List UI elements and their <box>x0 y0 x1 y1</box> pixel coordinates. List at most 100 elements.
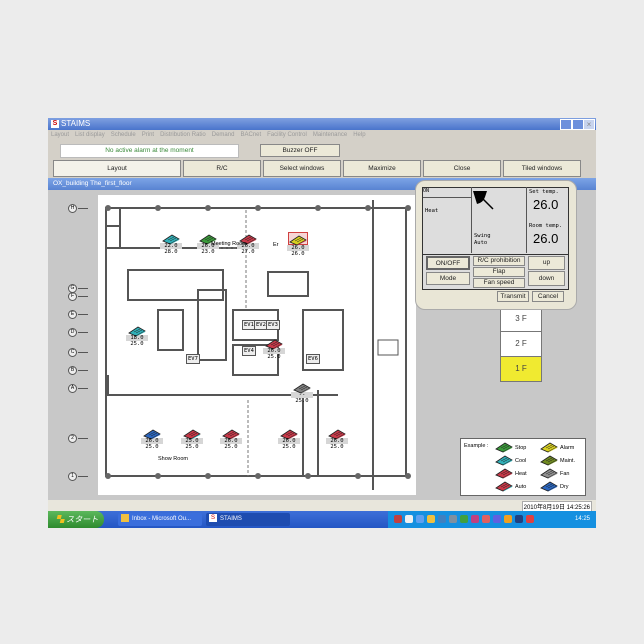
rc-prohibition-button[interactable]: R/C prohibition <box>473 256 525 266</box>
grid-axis-label: B <box>68 366 77 375</box>
tray-icon[interactable] <box>515 515 523 523</box>
tray-icon[interactable] <box>427 515 435 523</box>
legend-item-alarm: Alarm <box>540 442 574 453</box>
tray-icon[interactable] <box>449 515 457 523</box>
menu-item[interactable]: BACnet <box>240 132 262 138</box>
taskbar-item-label: STAIMS <box>220 516 242 522</box>
tray-icon[interactable] <box>482 515 490 523</box>
legend-item-cool: Cool <box>495 455 526 466</box>
room-temp: 25.0 <box>295 398 309 404</box>
menu-item[interactable]: Facility Control <box>267 132 307 138</box>
room-label-showroom: Show Room <box>158 456 188 462</box>
tab-select-windows[interactable]: Select windows <box>263 160 341 177</box>
system-tray: 14:25 <box>388 511 596 528</box>
transmit-button[interactable]: Transmit <box>497 291 529 302</box>
cancel-button[interactable]: Cancel <box>532 291 564 302</box>
taskbar-item-inbox[interactable]: Inbox - Microsoft Ou... <box>118 513 202 526</box>
elevator-label: EV7 <box>186 354 200 364</box>
room-temp: 25.0 <box>267 354 281 360</box>
tray-icon[interactable] <box>394 515 402 523</box>
staims-s-icon: S <box>51 120 59 128</box>
legend-label: Cool <box>515 457 527 464</box>
set-temp: 26.0 <box>237 243 259 249</box>
room-temp: 27.0 <box>241 249 255 255</box>
set-temp-label: Set temp. <box>529 189 559 195</box>
grid-axis-label: 2 <box>68 434 77 443</box>
menu-item[interactable]: Maintenance <box>312 132 348 138</box>
grid-axis-line <box>78 438 88 439</box>
menu-item[interactable]: Distribution Ratio <box>160 132 206 138</box>
legend-item-auto: Auto <box>495 481 526 492</box>
room-temp: 28.0 <box>164 249 178 255</box>
close-icon[interactable]: × <box>583 119 595 130</box>
tab-maximize[interactable]: Maximize <box>343 160 421 177</box>
tab-close[interactable]: Close <box>423 160 501 177</box>
on-off-button[interactable]: ON/OFF <box>426 256 470 270</box>
tray-icon[interactable] <box>471 515 479 523</box>
elevator-label: EV4 <box>242 346 256 356</box>
temp-down-button[interactable]: down <box>528 271 565 286</box>
menu-item[interactable]: Schedule <box>110 132 136 138</box>
tray-icon[interactable] <box>504 515 512 523</box>
room-temp: 25.0 <box>282 444 296 450</box>
menu-item[interactable]: Demand <box>211 132 235 138</box>
buzzer-off-button[interactable]: Buzzer OFF <box>260 144 340 157</box>
state-display: ON <box>423 188 471 198</box>
room-label-entrance: Er <box>273 242 279 248</box>
start-button[interactable]: ▚ スタート <box>48 511 104 528</box>
ac-unit-icon <box>289 235 307 246</box>
set-temp: 25.0 <box>181 438 203 444</box>
menu-item[interactable]: Layout <box>51 132 70 138</box>
legend-label: Maint. <box>560 457 575 464</box>
mode-button[interactable]: Mode <box>426 272 470 285</box>
tray-icon[interactable] <box>460 515 468 523</box>
tab-r-c[interactable]: R/C <box>183 160 261 177</box>
room-temp-value: 26.0 <box>533 231 559 246</box>
grid-axis-line <box>78 388 88 389</box>
tray-icon[interactable] <box>526 515 534 523</box>
tray-icon[interactable] <box>405 515 413 523</box>
swing-label: Swing <box>474 233 491 239</box>
flap-button[interactable]: Flap <box>473 267 525 277</box>
tray-icon[interactable] <box>438 515 446 523</box>
room-label-meeting: Meeting Room <box>211 241 247 247</box>
tray-icon[interactable] <box>493 515 501 523</box>
floor-button-1f[interactable]: 1 F <box>501 356 541 381</box>
legend-item-heat: Heat <box>495 468 527 479</box>
flap-direction-icon <box>473 191 494 210</box>
restore-button[interactable] <box>560 119 572 130</box>
menu-item[interactable]: Print <box>141 132 155 138</box>
floor-button-2f[interactable]: 2 F <box>501 331 541 356</box>
set-temp: 26.0 <box>287 245 309 251</box>
legend-item-maint: Maint. <box>540 455 575 466</box>
tab-tiled-windows[interactable]: Tiled windows <box>503 160 581 177</box>
temp-up-button[interactable]: up <box>528 256 565 270</box>
ac-unit-fan[interactable]: --25.0 <box>291 381 313 404</box>
tab-layout[interactable]: Layout <box>53 160 181 177</box>
room-temp: 26.0 <box>291 251 305 257</box>
grid-axis-label: A <box>68 384 77 393</box>
menu-item[interactable]: List display <box>75 132 105 138</box>
legend-unit-icon <box>495 481 513 492</box>
tray-icon[interactable] <box>416 515 424 523</box>
menu-item[interactable]: Help <box>353 132 366 138</box>
legend-label: Fan <box>560 470 570 477</box>
legend-unit-icon <box>495 468 513 479</box>
fan-speed-button[interactable]: Fan speed <box>473 278 525 288</box>
floor-button-3f[interactable]: 3 F <box>501 307 541 331</box>
